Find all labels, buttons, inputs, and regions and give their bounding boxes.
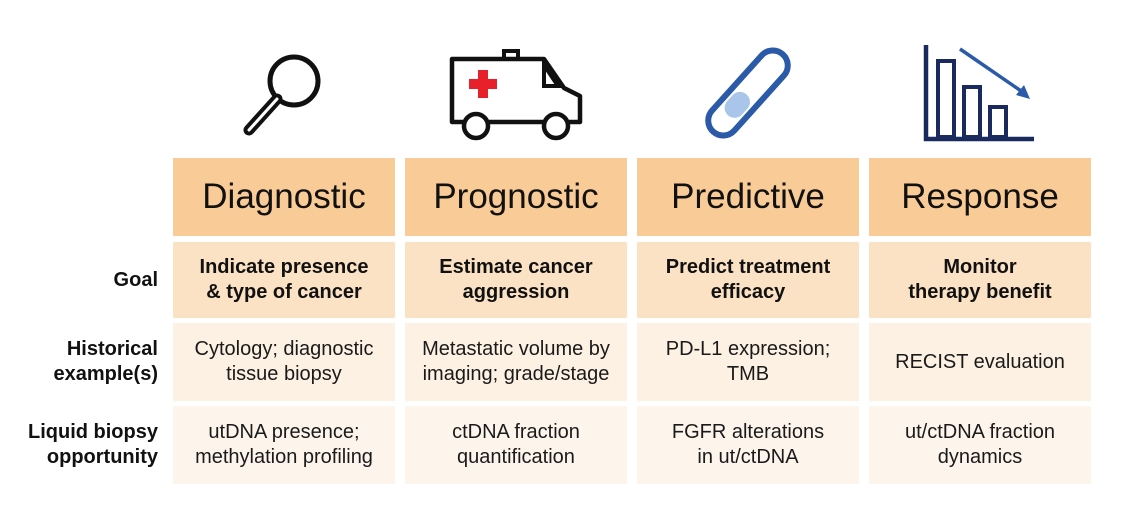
liquid-text: utDNA presence; methylation profiling xyxy=(195,421,373,468)
row-label-goal: Goal xyxy=(113,268,158,291)
liquid-cell-response: ut/ctDNA fraction dynamics xyxy=(869,406,1091,484)
goal-cell-diagnostic: Indicate presence & type of cancer xyxy=(173,242,395,318)
historical-cell-predictive: PD-L1 expression; TMB xyxy=(637,323,859,401)
historical-cell-diagnostic: Cytology; diagnostic tissue biopsy xyxy=(173,323,395,401)
magnifying-glass-icon xyxy=(173,40,395,145)
header-diagnostic: Diagnostic xyxy=(173,158,395,236)
liquid-text: FGFR alterations in ut/ctDNA xyxy=(671,421,825,468)
ambulance-icon xyxy=(405,40,627,145)
liquid-cell-prognostic: ctDNA fraction quantification xyxy=(405,406,627,484)
goal-text: Monitor therapy benefit xyxy=(908,256,1052,303)
capsule-icon xyxy=(637,40,859,145)
historical-cell-response: RECIST evaluation xyxy=(869,323,1091,401)
header-response: Response xyxy=(869,158,1091,236)
header-predictive: Predictive xyxy=(637,158,859,236)
historical-text: Metastatic volume by imaging; grade/stag… xyxy=(422,338,610,385)
historical-text: RECIST evaluation xyxy=(895,350,1065,373)
liquid-cell-predictive: FGFR alterations in ut/ctDNA xyxy=(637,406,859,484)
liquid-text: ut/ctDNA fraction dynamics xyxy=(904,421,1056,468)
goal-cell-predictive: Predict treatment efficacy xyxy=(637,242,859,318)
goal-text: Predict treatment efficacy xyxy=(665,256,831,303)
goal-text: Estimate cancer aggression xyxy=(439,256,593,303)
goal-cell-response: Monitor therapy benefit xyxy=(869,242,1091,318)
liquid-text: ctDNA fraction quantification xyxy=(452,421,580,468)
historical-cell-prognostic: Metastatic volume by imaging; grade/stag… xyxy=(405,323,627,401)
goal-cell-prognostic: Estimate cancer aggression xyxy=(405,242,627,318)
row-label-historical: Historical example(s) xyxy=(53,338,159,385)
goal-text: Indicate presence & type of cancer xyxy=(199,256,369,303)
row-label-liquid: Liquid biopsy opportunity xyxy=(28,421,158,468)
header-prognostic: Prognostic xyxy=(405,158,627,236)
liquid-cell-diagnostic: utDNA presence; methylation profiling xyxy=(173,406,395,484)
historical-text: PD-L1 expression; TMB xyxy=(665,338,831,385)
historical-text: Cytology; diagnostic tissue biopsy xyxy=(194,338,374,385)
declining-bar-chart-icon xyxy=(869,40,1091,145)
